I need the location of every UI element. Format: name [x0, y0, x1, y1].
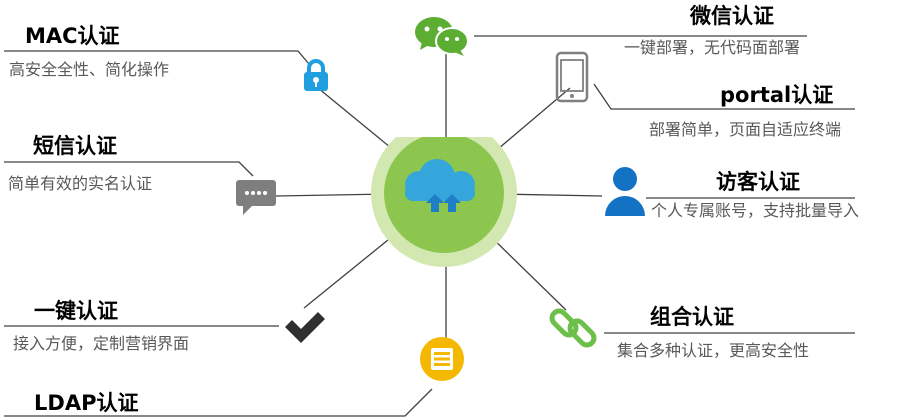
- sms-auth-desc: 简单有效的实名认证: [8, 174, 153, 193]
- guest-auth-desc: 个人专属账号，支持批量导入: [651, 201, 860, 220]
- list-icon: [420, 337, 464, 381]
- checkmark-icon: [285, 312, 325, 343]
- cloud-upload-icon: [405, 159, 475, 212]
- portal-auth-title: portal认证: [720, 83, 834, 107]
- central-hub: [371, 137, 517, 267]
- guest-auth-title: 访客认证: [716, 170, 800, 194]
- wechat-auth-title: 微信认证: [690, 4, 774, 28]
- onekey-auth-desc: 接入方便，定制营销界面: [13, 334, 190, 353]
- mac-auth-title: MAC认证: [25, 24, 120, 48]
- mobile-phone-icon: [555, 51, 589, 103]
- combo-auth-title: 组合认证: [650, 305, 734, 329]
- mac-auth-desc: 高安全全性、简化操作: [9, 60, 170, 79]
- ldap-auth-title: LDAP认证: [34, 391, 139, 415]
- wechat-icon: [415, 17, 469, 56]
- portal-auth-desc: 部署简单，页面自适应终端: [649, 120, 842, 139]
- chain-link-icon: [549, 308, 597, 348]
- sms-chat-icon: [236, 180, 276, 215]
- combo-auth-desc: 集合多种认证，更高安全性: [617, 341, 810, 360]
- onekey-auth-title: 一键认证: [34, 299, 118, 323]
- user-icon: [605, 167, 645, 216]
- lock-icon: [304, 59, 328, 91]
- sms-auth-title: 短信认证: [33, 134, 117, 158]
- wechat-auth-desc: 一键部署，无代码面部署: [624, 38, 801, 57]
